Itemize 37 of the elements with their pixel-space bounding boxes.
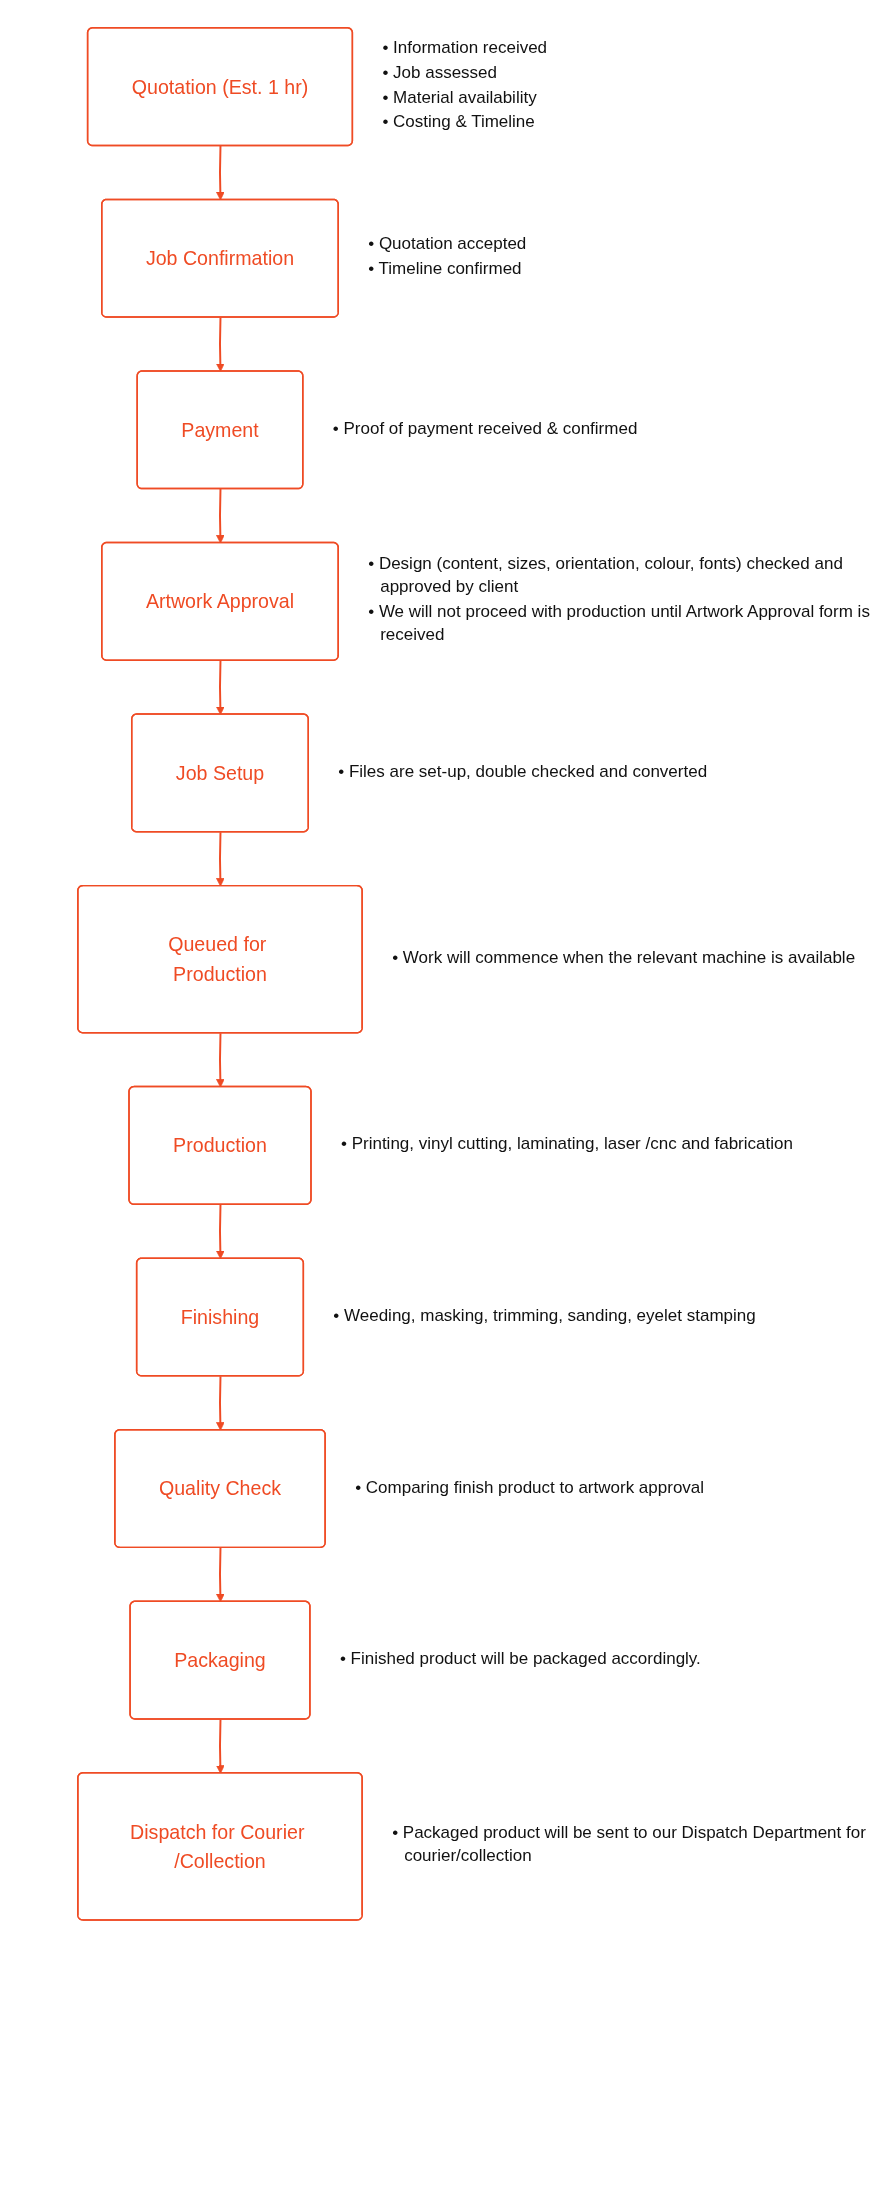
step-label: Job Confirmation (145, 246, 295, 271)
bullet-note: • Work will commence when the relevant machine is available (392, 946, 857, 969)
arrow (216, 1203, 225, 1260)
step-label: Finishing (180, 1305, 260, 1330)
arrow (216, 1546, 225, 1603)
bullet-note: • Design (content, sizes, orientation, colour, fonts) checked and approved by client (368, 553, 844, 599)
bullet-note: • Weeding, masking, trimming, sanding, eyelet stamping (333, 1304, 757, 1327)
step-label: Queued for Production (167, 932, 268, 987)
step-label: Payment (181, 418, 259, 443)
step-label: Dispatch for Courier /Collection (129, 1819, 306, 1874)
bullet-note: • Costing & Timeline (382, 111, 536, 134)
arrow (216, 659, 225, 715)
step-label: Production (173, 1133, 267, 1159)
bullet-note: • Proof of payment received & confirmed (332, 417, 639, 440)
arrow (216, 316, 225, 372)
arrow (216, 831, 225, 887)
bullet-note: • Timeline confirmed (368, 258, 523, 281)
step-label: Job Setup (175, 761, 265, 786)
arrow (216, 1375, 225, 1431)
bullet-note: • Files are set-up, double checked and converted (338, 760, 709, 783)
step-label: Quotation (Est. 1 hr) (131, 74, 309, 100)
bullet-note: • Packaged product will be sent to our Dispatch Department for courier/collection (392, 1822, 867, 1868)
arrow (216, 1032, 225, 1088)
step-label: Artwork Approval (145, 589, 295, 615)
bullet-note: • Finished product will be packaged accordingly. (339, 1647, 702, 1670)
arrow (216, 145, 225, 201)
bullet-note: • Printing, vinyl cutting, laminating, laser /cnc and fabrication (340, 1132, 794, 1155)
bullet-note: • Information received (382, 36, 549, 59)
arrow (216, 488, 225, 544)
bullet-note: • Job assessed (382, 61, 498, 84)
bullet-note: • We will not proceed with production until Artwork Approval form is received (368, 601, 870, 647)
bullet-note: • Comparing finish product to artwork approval (355, 1476, 706, 1499)
bullet-note: • Quotation accepted (368, 233, 528, 256)
arrow (216, 1718, 225, 1774)
step-label: Quality Check (158, 1476, 281, 1502)
step-label: Packaging (174, 1648, 266, 1673)
bullet-note: • Material availability (382, 86, 538, 109)
